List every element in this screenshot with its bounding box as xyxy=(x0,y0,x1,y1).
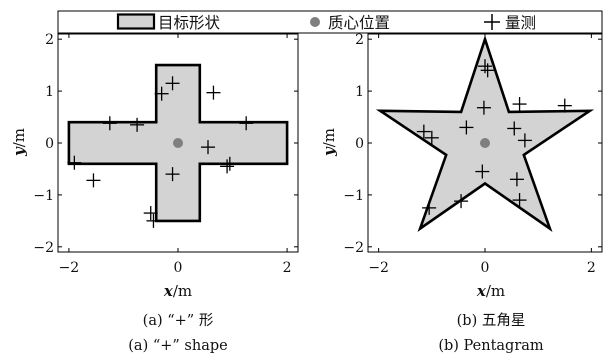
y-tick-label: 0 xyxy=(45,136,54,152)
y-axis-unit: /m xyxy=(10,128,28,147)
y-axis-label: y/m xyxy=(320,128,338,157)
measurement-marker xyxy=(517,133,532,148)
panel-plus-shape: −2 0 2 −2 −1 0 1 2 x/m y/m (a) “+” 形 (a) “+” sh… xyxy=(10,32,299,354)
y-tick-label: 2 xyxy=(45,32,54,48)
y-tick-label: 0 xyxy=(355,136,364,152)
target-shape xyxy=(375,35,595,232)
measurement-marker xyxy=(130,117,145,132)
measurement-marker xyxy=(206,85,221,100)
measurement-marker xyxy=(143,206,158,221)
measurement-marker xyxy=(454,194,469,209)
legend-label-measurement: 量测 xyxy=(505,14,536,32)
y-tick-label: 1 xyxy=(355,84,364,100)
measurement-marker xyxy=(512,97,527,112)
caption-english: (a) “+” shape xyxy=(128,338,227,354)
measurement-marker xyxy=(416,124,431,139)
caption-english: (b) Pentagram xyxy=(438,338,544,354)
measurement-marker xyxy=(222,156,237,171)
y-tick-label: 2 xyxy=(355,32,364,48)
measurement-marker xyxy=(557,98,572,113)
y-axis-variable: y xyxy=(320,146,338,157)
legend-marker-centroid xyxy=(310,17,320,27)
plot-area: −2 0 2 −2 −1 0 1 2 xyxy=(343,32,603,276)
x-axis-unit: /m xyxy=(486,282,505,300)
x-tick-label: −2 xyxy=(59,260,80,276)
measurement-marker xyxy=(424,130,439,145)
x-axis-unit: /m xyxy=(173,282,192,300)
x-tick-label: 2 xyxy=(283,260,292,276)
measurement-marker xyxy=(422,200,437,215)
measurement-marker xyxy=(476,100,491,115)
x-tick-label: −2 xyxy=(368,260,389,276)
x-axis-label: x/m xyxy=(476,282,505,300)
measurement-marker xyxy=(154,86,169,101)
measurement-marker xyxy=(165,76,180,91)
measurement-marker xyxy=(146,213,161,228)
x-axis-variable: x xyxy=(163,282,174,300)
x-tick-label: 2 xyxy=(587,260,596,276)
y-axis-unit: /m xyxy=(320,128,338,147)
legend: 目标形状 质心位置 量测 xyxy=(57,10,603,34)
measurement-marker xyxy=(480,63,495,78)
x-tick-label: 0 xyxy=(481,260,490,276)
caption-chinese: (b) 五角星 xyxy=(457,312,526,329)
measurement-marker xyxy=(512,193,527,208)
y-tick-label: −1 xyxy=(33,188,54,204)
plot-area: −2 0 2 −2 −1 0 1 2 xyxy=(33,32,299,276)
measurement-marker xyxy=(201,140,215,155)
centroid-marker xyxy=(173,138,183,148)
measurement-marker xyxy=(459,120,474,135)
y-axis-variable: y xyxy=(10,146,28,157)
x-tick-label: 0 xyxy=(174,260,183,276)
y-tick-label: −2 xyxy=(343,240,364,256)
measurement-marker xyxy=(475,164,490,179)
legend-label-target-shape: 目标形状 xyxy=(158,14,221,32)
measurement-marker xyxy=(86,173,101,188)
legend-swatch-target-shape xyxy=(116,13,156,30)
caption-chinese: (a) “+” 形 xyxy=(143,312,214,329)
measurement-marker xyxy=(165,167,180,182)
legend-frame xyxy=(57,10,603,34)
measurement-marker xyxy=(507,121,522,136)
x-axis-variable: x xyxy=(476,282,487,300)
legend-label-centroid: 质心位置 xyxy=(328,14,390,32)
y-tick-label: 1 xyxy=(45,84,54,100)
measurement-marker xyxy=(67,155,82,170)
legend-marker-plus-icon xyxy=(484,14,500,30)
measurement-marker xyxy=(220,159,235,174)
centroid-marker xyxy=(480,138,490,148)
y-tick-label: −2 xyxy=(33,240,54,256)
measurement-marker xyxy=(509,172,524,187)
x-axis-label: x/m xyxy=(163,282,192,300)
measurement-marker xyxy=(102,116,117,131)
measurement-marker xyxy=(239,116,254,131)
panel-pentagram: −2 0 2 −2 −1 0 1 2 x/m y/m (b) 五角星 (b) Pentagra… xyxy=(320,32,603,354)
y-axis-label: y/m xyxy=(10,128,28,157)
y-tick-label: −1 xyxy=(343,188,364,204)
